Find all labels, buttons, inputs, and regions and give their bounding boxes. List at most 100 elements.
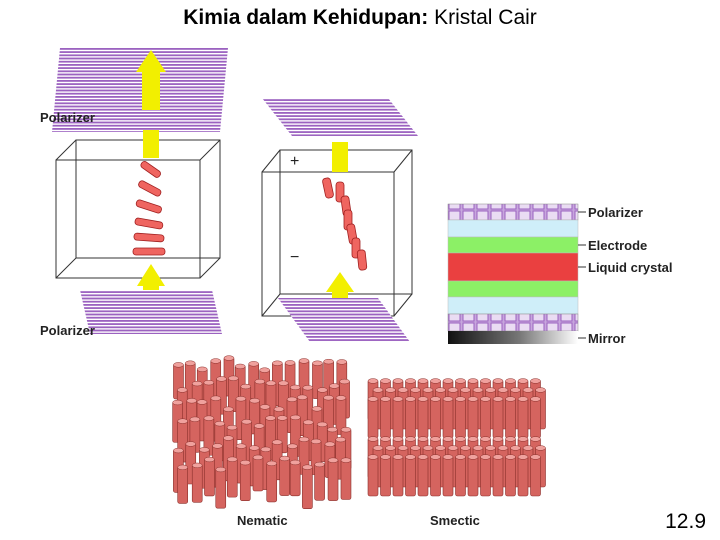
- phase-column-cap: [185, 441, 196, 447]
- phase-column: [417, 455, 429, 497]
- phase-column-cap: [328, 383, 340, 389]
- phase-column-cap: [272, 360, 283, 366]
- phase-column-cap: [392, 454, 404, 460]
- phase-column-cap: [278, 380, 289, 386]
- nematic-label: Nematic: [237, 513, 288, 528]
- slide-title: Kimia dalam Kehidupan: Kristal Cair: [0, 6, 720, 30]
- phase-column-cap: [405, 396, 416, 402]
- phase-column-cap: [460, 445, 471, 451]
- phase-column-cap: [184, 360, 196, 366]
- smectic-label: Smectic: [430, 513, 480, 528]
- phase-column-cap: [517, 454, 529, 460]
- phase-column: [530, 397, 541, 439]
- phase-column-cap: [252, 454, 264, 461]
- phase-column-cap: [173, 447, 184, 454]
- smectic-phase-columns: [367, 378, 546, 497]
- phase-column: [177, 466, 188, 504]
- phase-column: [215, 468, 227, 509]
- phase-column-cap: [392, 436, 404, 442]
- phase-column-cap: [196, 399, 208, 405]
- phase-column-cap: [286, 396, 298, 403]
- phase-column-cap: [324, 441, 336, 447]
- phase-column-cap: [492, 454, 504, 460]
- layer-label-electrode: Electrode: [588, 238, 647, 253]
- phase-column: [480, 455, 491, 497]
- phase-column-cap: [335, 436, 346, 443]
- layer-polarizer-bottom: [447, 313, 579, 332]
- phase-column-cap: [480, 436, 491, 442]
- phase-column: [367, 397, 379, 439]
- phase-column-cap: [530, 454, 541, 460]
- phase-column-cap: [480, 396, 491, 402]
- phase-column: [314, 463, 325, 501]
- phase-column-cap: [385, 445, 396, 451]
- phase-column-cap: [276, 415, 288, 421]
- phase-column-cap: [253, 423, 265, 429]
- phase-column-cap: [284, 360, 296, 366]
- phase-column-cap: [455, 436, 466, 442]
- phase-column-cap: [380, 436, 391, 442]
- phase-column-cap: [223, 406, 234, 412]
- title-bold-part: Kimia dalam Kehidupan:: [183, 6, 429, 29]
- phase-column-cap: [302, 464, 313, 470]
- phase-column-cap: [492, 396, 504, 402]
- phase-column-cap: [228, 375, 239, 381]
- phase-column: [289, 461, 301, 497]
- phase-column-cap: [227, 456, 238, 462]
- phase-column-cap: [442, 396, 454, 402]
- middle-cell: + −: [261, 98, 418, 342]
- phase-column-cap: [223, 355, 235, 361]
- top-polarizer-left: [52, 48, 228, 132]
- left-rods: [132, 161, 166, 256]
- phase-column-cap: [249, 398, 260, 404]
- lcd-layer-stack: Polarizer Electrode Liquid crystal Mirro…: [447, 203, 673, 346]
- phase-column-cap: [214, 421, 226, 427]
- phase-column-cap: [505, 454, 516, 460]
- phase-column-cap: [289, 384, 301, 391]
- phase-column: [455, 455, 466, 497]
- phase-column-cap: [203, 415, 215, 421]
- phase-column-cap: [380, 396, 391, 402]
- phase-column-cap: [535, 387, 546, 393]
- phase-column-cap: [303, 419, 314, 425]
- phase-column-cap: [312, 360, 323, 366]
- phase-column-cap: [397, 445, 409, 451]
- phase-column-cap: [480, 378, 491, 384]
- phase-column-cap: [215, 466, 227, 473]
- bottom-polarizer-middle: [278, 298, 410, 342]
- layer-mirror: [448, 331, 578, 344]
- phase-column-cap: [447, 387, 459, 393]
- phase-column: [340, 458, 352, 500]
- phase-column-cap: [522, 387, 534, 393]
- phase-column-cap: [298, 436, 310, 443]
- phase-column-cap: [392, 378, 404, 384]
- phase-column: [302, 465, 313, 510]
- phase-column-cap: [517, 396, 529, 402]
- phase-column: [405, 455, 416, 497]
- phase-column-cap: [212, 443, 223, 449]
- phase-column: [279, 457, 291, 496]
- phase-column-cap: [492, 378, 504, 384]
- phase-column-cap: [435, 445, 446, 451]
- phase-column-cap: [310, 438, 322, 445]
- phase-column-cap: [336, 359, 348, 365]
- phase-column-cap: [430, 454, 441, 460]
- phase-column-cap: [172, 399, 183, 406]
- phase-column-cap: [455, 396, 466, 402]
- phase-column: [327, 458, 339, 501]
- phase-column-cap: [367, 454, 379, 460]
- phase-column-cap: [372, 387, 384, 393]
- phase-column-cap: [314, 461, 325, 468]
- layer-label-polarizer: Polarizer: [588, 205, 643, 220]
- phase-column-cap: [472, 387, 484, 393]
- phase-column-cap: [249, 445, 260, 451]
- phase-column-cap: [430, 436, 441, 442]
- phase-column-cap: [510, 387, 521, 393]
- phase-column-cap: [210, 395, 222, 401]
- phase-column: [380, 397, 391, 439]
- phase-column-cap: [216, 376, 227, 382]
- layer-polarizer: [447, 203, 579, 221]
- phase-column-cap: [176, 387, 188, 393]
- phase-column-cap: [327, 426, 338, 433]
- phase-column-cap: [410, 445, 421, 451]
